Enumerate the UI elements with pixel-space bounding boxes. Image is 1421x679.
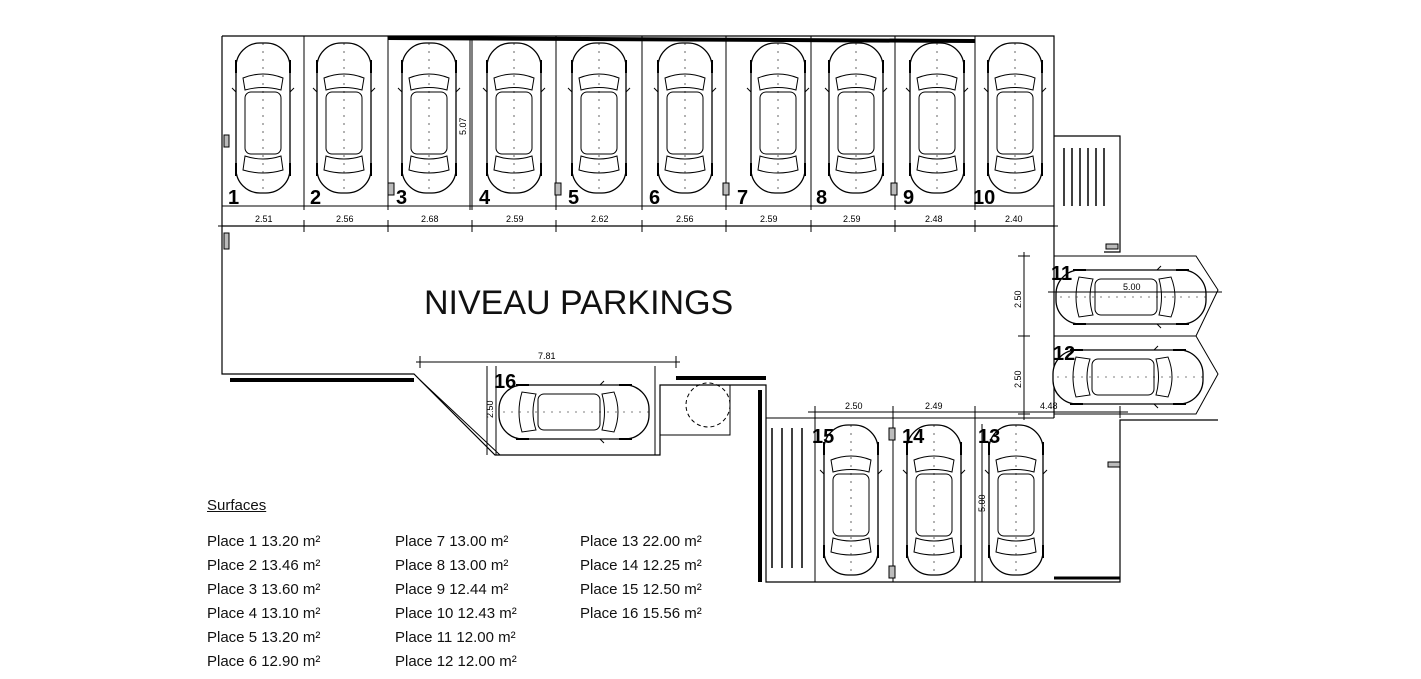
surfaces-table: Surfaces Place 1 13.20 m² Place 2 13.46 … [207, 497, 807, 672]
surface-place-8: Place 8 13.00 m² [395, 557, 509, 574]
dim-bottom-row-depth: 5.00 [977, 494, 987, 512]
place-number-9: 9 [903, 187, 914, 209]
dim-place-7-width: 2.59 [760, 214, 778, 224]
dim-place-12-width: 2.50 [1013, 370, 1023, 388]
car-place-9 [905, 42, 969, 194]
dim-place-10-width: 2.40 [1005, 214, 1023, 224]
car-place-4 [482, 42, 546, 194]
place-number-5: 5 [568, 187, 579, 209]
structural-columns [223, 134, 1121, 579]
surface-place-15: Place 15 12.50 m² [580, 581, 702, 598]
dimension-lines [218, 40, 1222, 582]
dim-place-15-width: 2.50 [845, 401, 863, 411]
surface-place-5: Place 5 13.20 m² [207, 629, 321, 646]
dim-place-11-width: 2.50 [1013, 290, 1023, 308]
dim-place-5-width: 2.62 [591, 214, 609, 224]
dim-place-16-length: 7.81 [538, 351, 556, 361]
dim-place-4-width: 2.59 [506, 214, 524, 224]
dim-place-8-width: 2.59 [843, 214, 861, 224]
dim-place-1-width: 2.51 [255, 214, 273, 224]
surface-place-13: Place 13 22.00 m² [580, 533, 702, 550]
car-place-7 [746, 42, 810, 194]
surfaces-title: Surfaces [207, 497, 267, 514]
place-number-13: 13 [978, 426, 1000, 448]
surface-place-16: Place 16 15.56 m² [580, 605, 702, 622]
top-row-stall-dividers [222, 36, 1054, 210]
surface-place-2: Place 2 13.46 m² [207, 557, 321, 574]
dim-place-2-width: 2.56 [336, 214, 354, 224]
surface-place-11: Place 11 12.00 m² [395, 629, 516, 646]
car-place-2 [312, 42, 376, 194]
car-place-1 [231, 42, 295, 194]
place-number-3: 3 [396, 187, 407, 209]
place-number-1: 1 [228, 187, 239, 209]
surface-place-7: Place 7 13.00 m² [395, 533, 509, 550]
place-number-2: 2 [310, 187, 321, 209]
car-place-12 [1053, 346, 1203, 408]
place-number-16: 16 [494, 371, 516, 393]
place-number-11: 11 [1051, 263, 1072, 285]
dim-place-3-width: 2.68 [421, 214, 439, 224]
car-place-11 [1056, 266, 1206, 328]
surfaces-column-1: Place 1 13.20 m² Place 2 13.46 m² Place … [207, 530, 320, 674]
surface-place-12: Place 12 12.00 m² [395, 653, 517, 670]
plan-title: NIVEAU PARKINGS [424, 284, 733, 322]
surfaces-column-2: Place 7 13.00 m² Place 8 13.00 m² Place … [395, 530, 517, 674]
place-number-7: 7 [737, 187, 748, 209]
surface-place-3: Place 3 13.60 m² [207, 581, 321, 598]
car-place-3 [397, 42, 461, 194]
place-number-15: 15 [812, 426, 834, 448]
dim-top-row-depth: 5.07 [458, 117, 468, 135]
place-number-6: 6 [649, 187, 660, 209]
surfaces-column-3: Place 13 22.00 m² Place 14 12.25 m² Plac… [580, 530, 702, 626]
surface-place-6: Place 6 12.90 m² [207, 653, 321, 670]
car-place-6 [653, 42, 717, 194]
stair-hatching [771, 148, 1105, 568]
surface-place-4: Place 4 13.10 m² [207, 605, 321, 622]
dim-place-16-width: 2.50 [485, 400, 495, 418]
car-place-8 [824, 42, 888, 194]
surface-place-1: Place 1 13.20 m² [207, 533, 321, 550]
dim-place-11-length: 5.00 [1123, 282, 1141, 292]
surface-place-14: Place 14 12.25 m² [580, 557, 702, 574]
surface-place-9: Place 9 12.44 m² [395, 581, 509, 598]
place-number-4: 4 [479, 187, 491, 209]
car-place-16 [499, 381, 649, 443]
dim-place-14-width: 2.49 [925, 401, 943, 411]
dim-place-9-width: 2.48 [925, 214, 943, 224]
building-outline [221, 35, 1219, 583]
place-number-12: 12 [1053, 343, 1075, 365]
place-number-10: 10 [973, 187, 995, 209]
car-place-5 [567, 42, 631, 194]
dim-corner-width: 4.48 [1040, 401, 1058, 411]
dim-place-6-width: 2.56 [676, 214, 694, 224]
car-place-10 [983, 42, 1047, 194]
place-number-8: 8 [816, 187, 827, 209]
place-number-14: 14 [902, 426, 925, 448]
surface-place-10: Place 10 12.43 m² [395, 605, 517, 622]
